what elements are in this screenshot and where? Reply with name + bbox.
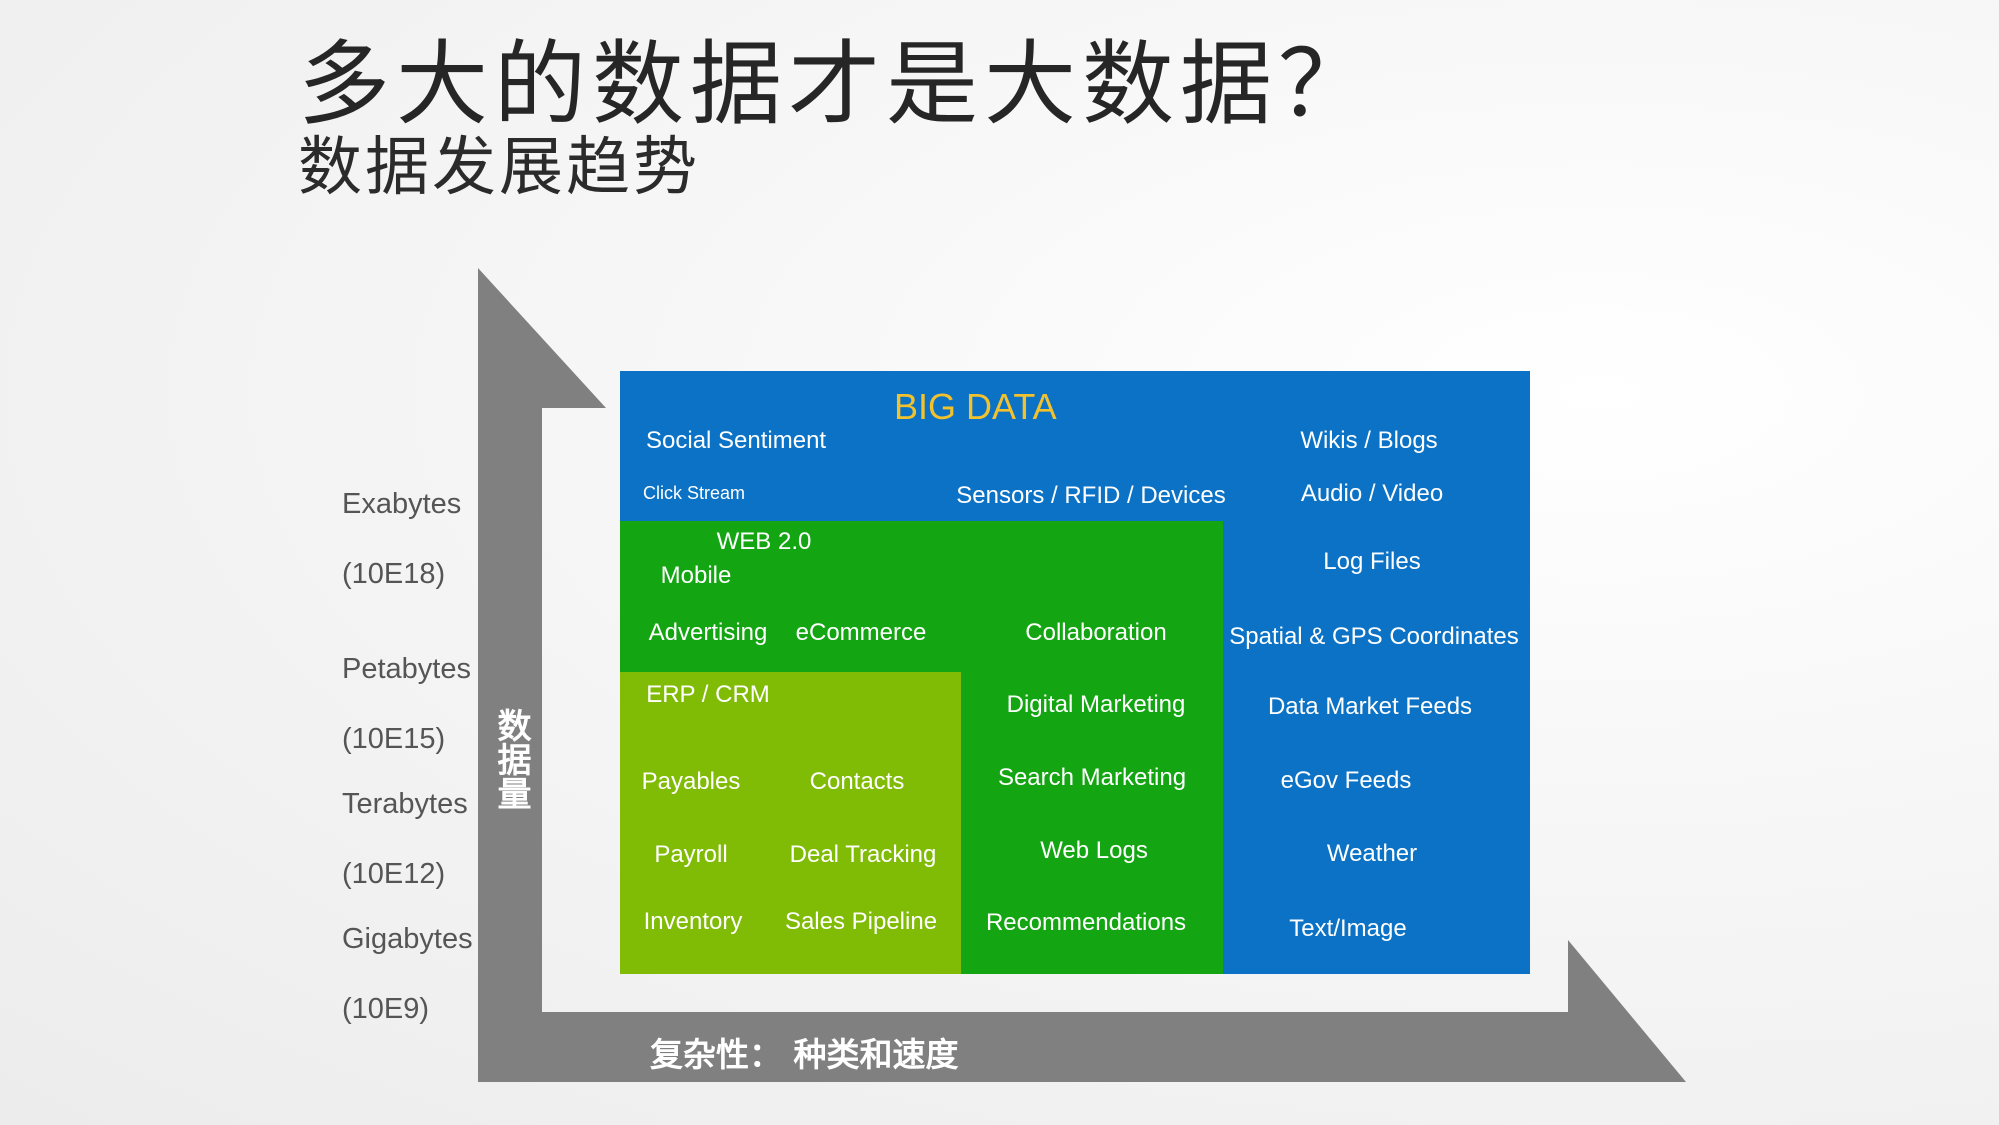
y-level-gigabytes: Gigabytes (10E9) [342,887,473,1062]
web20-heading: WEB 2.0 [716,528,812,555]
x-axis-title: 复杂性： 种类和速度 [650,1035,959,1074]
slide-subtitle: 数据发展趋势 [298,131,700,205]
label-weather: Weather [1326,840,1418,867]
label-log-files: Log Files [1323,548,1421,575]
label-search-marketing: Search Marketing [997,764,1187,791]
label-ecommerce: eCommerce [795,619,927,646]
big-data-zone: BIG DATA Social Sentiment Wikis / Blogs … [620,371,1530,974]
label-sales-pipeline: Sales Pipeline [784,908,938,935]
y-level-terabytes: Terabytes (10E12) [342,752,468,927]
label-web-logs: Web Logs [1040,837,1148,864]
slide-title: 多大的数据才是大数据？ [298,31,1377,138]
label-mobile: Mobile [660,562,732,589]
y-axis-title: 数据量 [491,708,531,810]
label-digital-marketing: Digital Marketing [1006,691,1186,718]
label-audio-video: Audio / Video [1300,480,1444,507]
erp-crm-zone [620,672,961,974]
erp-crm-heading: ERP / CRM [646,681,770,708]
y-level-exp: (10E9) [342,993,430,1025]
label-recommendations: Recommendations [985,909,1187,936]
y-level-name: Petabytes [342,653,471,685]
label-social-sentiment: Social Sentiment [646,427,827,454]
label-inventory: Inventory [643,908,743,935]
label-collaboration: Collaboration [1025,619,1167,646]
label-payroll: Payroll [654,841,728,868]
y-level-name: Gigabytes [342,923,473,955]
label-click-stream: Click Stream [643,483,746,503]
label-spatial-gps: Spatial & GPS Coordinates [1229,623,1519,650]
label-deal-tracking: Deal Tracking [789,841,937,868]
y-level-petabytes: Petabytes (10E15) [342,617,471,792]
label-payables: Payables [641,768,741,795]
y-level-exp: (10E12) [342,858,446,890]
label-data-market-feeds: Data Market Feeds [1267,693,1473,720]
y-level-name: Exabytes [342,488,462,520]
y-level-exp: (10E18) [342,558,446,590]
y-level-name: Terabytes [342,788,468,820]
label-sensors: Sensors / RFID / Devices [956,482,1226,509]
label-egov-feeds: eGov Feeds [1280,767,1412,794]
label-advertising: Advertising [648,619,768,646]
label-contacts: Contacts [809,768,905,795]
y-level-exabytes: Exabytes (10E18) [342,452,461,627]
label-text-image: Text/Image [1289,915,1407,942]
big-data-heading: BIG DATA [894,386,1057,427]
y-level-exp: (10E15) [342,723,446,755]
label-wikis-blogs: Wikis / Blogs [1300,427,1438,454]
